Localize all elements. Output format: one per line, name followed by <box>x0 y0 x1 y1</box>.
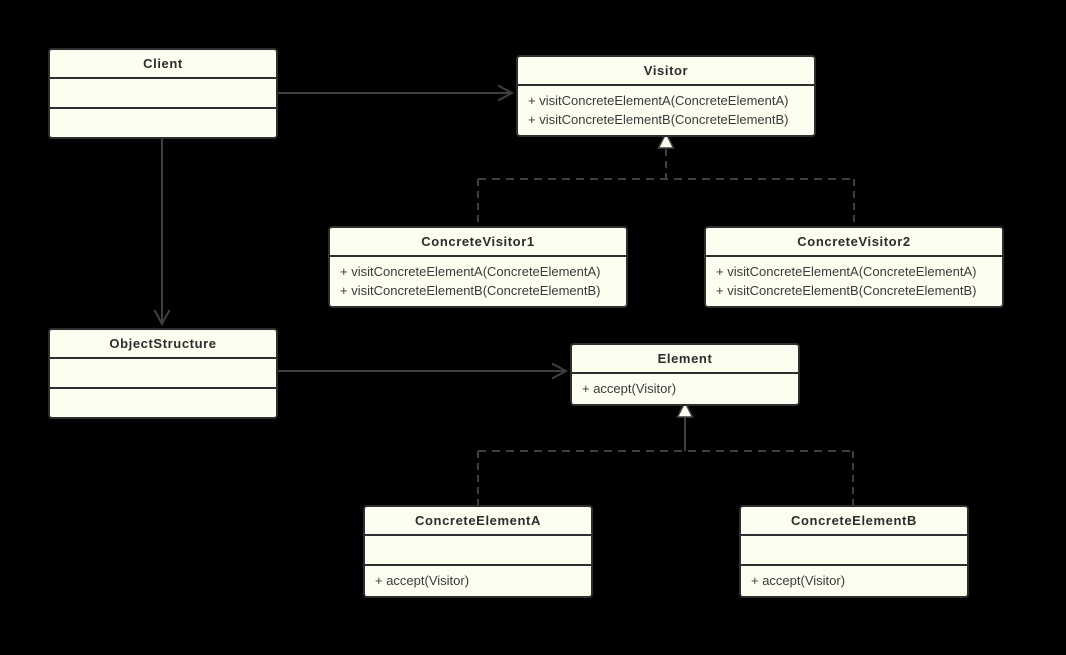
class-element: Element + accept(Visitor) <box>570 343 800 406</box>
methods-compartment: + visitConcreteElementA(ConcreteElementA… <box>330 255 626 306</box>
class-visitor: Visitor + visitConcreteElementA(Concrete… <box>516 55 816 137</box>
association-client-visitor <box>278 84 515 102</box>
method-entry: + visitConcreteElementB(ConcreteElementB… <box>528 112 789 127</box>
class-title: Visitor <box>643 63 689 78</box>
method-entry: + visitConcreteElementA(ConcreteElementA… <box>716 264 977 279</box>
realization-concreteelements-element <box>477 400 854 505</box>
class-title: ConcreteElementB <box>791 513 917 528</box>
methods-compartment: + accept(Visitor) <box>572 372 798 404</box>
method-entry: + accept(Visitor) <box>751 573 846 588</box>
method-entry: + accept(Visitor) <box>582 381 677 396</box>
association-client-objectstructure <box>153 137 171 327</box>
class-title: Element <box>657 351 713 366</box>
attributes-compartment-empty <box>741 534 967 564</box>
attributes-compartment-empty <box>50 77 276 107</box>
method-entry: + accept(Visitor) <box>375 573 470 588</box>
attributes-compartment-empty <box>365 534 591 564</box>
class-title: ConcreteVisitor1 <box>421 234 535 249</box>
methods-compartment-empty <box>50 107 276 137</box>
realization-concretevisitors-visitor <box>477 131 855 226</box>
method-entry: + visitConcreteElementA(ConcreteElementA… <box>528 93 789 108</box>
methods-compartment: + visitConcreteElementA(ConcreteElementA… <box>518 84 814 135</box>
class-title: ObjectStructure <box>109 336 217 351</box>
class-concrete-visitor2: ConcreteVisitor2 + visitConcreteElementA… <box>704 226 1004 308</box>
attributes-compartment-empty <box>50 357 276 387</box>
method-entry: + visitConcreteElementB(ConcreteElementB… <box>340 283 601 298</box>
methods-compartment: + accept(Visitor) <box>741 564 967 596</box>
association-objectstructure-element <box>278 362 569 380</box>
methods-compartment: + visitConcreteElementA(ConcreteElementA… <box>706 255 1002 306</box>
class-client: Client <box>48 48 278 139</box>
class-object-structure: ObjectStructure <box>48 328 278 419</box>
method-entry: + visitConcreteElementA(ConcreteElementA… <box>340 264 601 279</box>
methods-compartment-empty <box>50 387 276 417</box>
class-title: Client <box>143 56 183 71</box>
method-entry: + visitConcreteElementB(ConcreteElementB… <box>716 283 977 298</box>
class-title: ConcreteVisitor2 <box>797 234 911 249</box>
class-title: ConcreteElementA <box>415 513 541 528</box>
class-concrete-element-b: ConcreteElementB + accept(Visitor) <box>739 505 969 598</box>
methods-compartment: + accept(Visitor) <box>365 564 591 596</box>
class-concrete-element-a: ConcreteElementA + accept(Visitor) <box>363 505 593 598</box>
class-concrete-visitor1: ConcreteVisitor1 + visitConcreteElementA… <box>328 226 628 308</box>
